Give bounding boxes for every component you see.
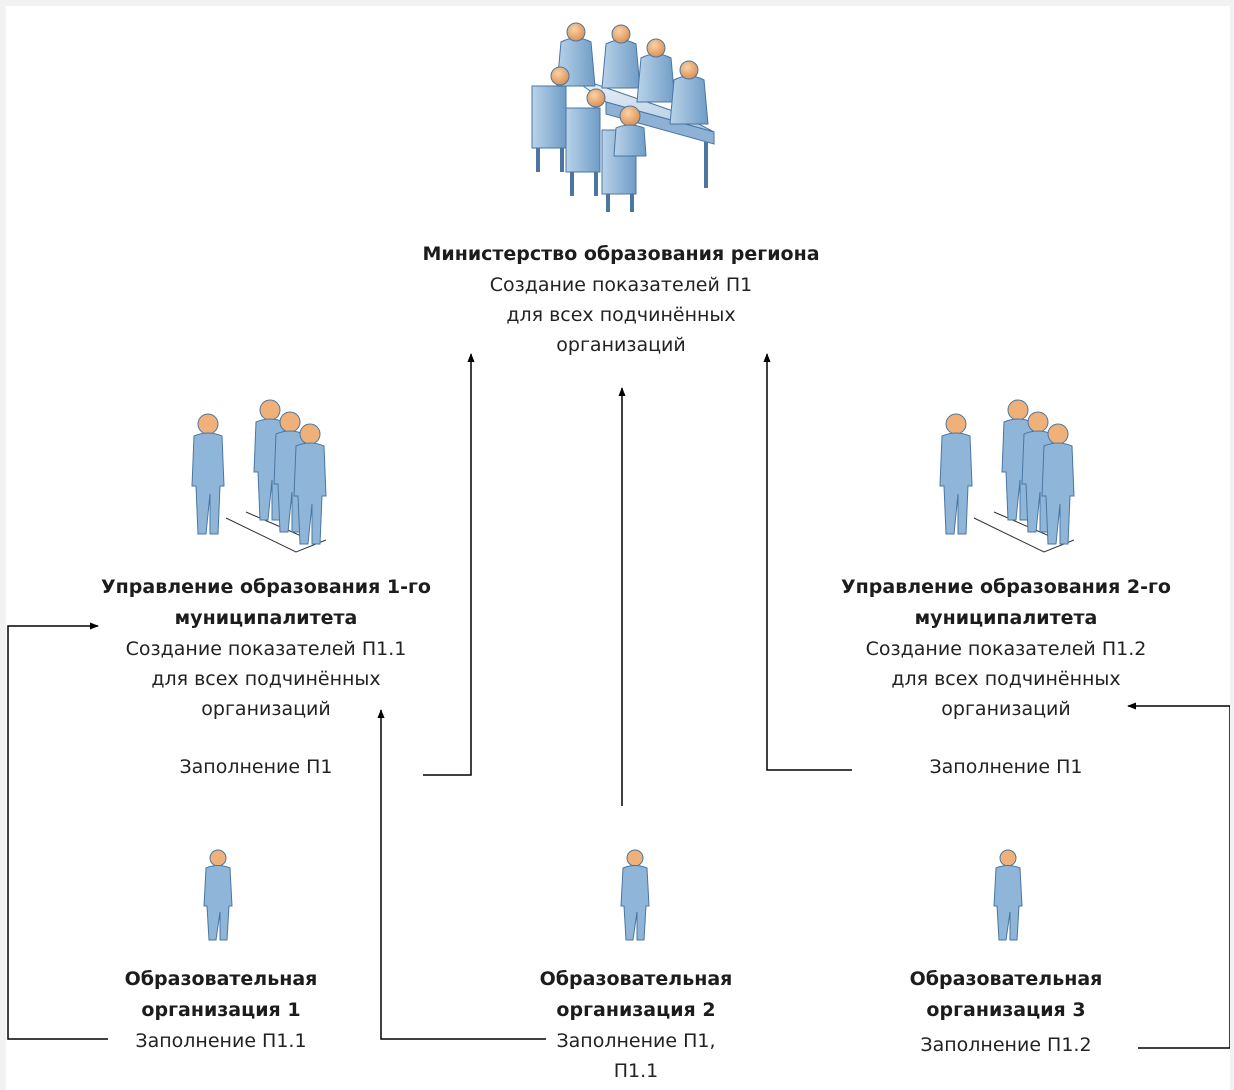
org1-fill: Заполнение П1.1 — [135, 1030, 307, 1052]
org3-node: Образовательная организация 3 Заполнение… — [876, 964, 1136, 1060]
diagram-canvas: Министерство образования региона Создани… — [6, 6, 1230, 1090]
muni1-line-1: Создание показателей П1.1 — [125, 638, 407, 660]
org2-fill-line-1: Заполнение П1, — [556, 1030, 716, 1052]
connectors — [7, 353, 1230, 1049]
single-user-icon — [203, 849, 233, 941]
muni2-line-1: Создание показателей П1.2 — [865, 638, 1147, 660]
muni1-line-3: организаций — [201, 698, 331, 720]
arrow-muni1-to-ministry — [423, 353, 475, 776]
arrow-org1-to-muni1 — [7, 622, 108, 1040]
org2-node: Образовательная организация 2 Заполнение… — [506, 964, 766, 1086]
single-user-icon — [993, 849, 1023, 941]
org3-title-line-1: Образовательная — [909, 968, 1103, 990]
arrow-org2-to-muni1 — [377, 709, 546, 1040]
ministry-line-1: Создание показателей П1 — [489, 274, 753, 296]
single-user-icon — [620, 849, 650, 941]
ministry-line-2: для всех подчинённых — [506, 304, 736, 326]
org3-fill: Заполнение П1.2 — [920, 1034, 1092, 1056]
muni1-node: Управление образования 1-го муниципалите… — [46, 572, 486, 724]
org1-title-line-1: Образовательная — [124, 968, 318, 990]
muni1-line-2: для всех подчинённых — [151, 668, 381, 690]
ministry-title: Министерство образования региона — [422, 243, 820, 265]
ministry-node: Министерство образования региона Создани… — [366, 239, 876, 360]
muni2-fill: Заполнение П1 — [929, 756, 1083, 778]
muni2-title-line-1: Управление образования 2-го — [841, 576, 1171, 598]
org2-title-line-2: организация 2 — [556, 999, 716, 1021]
muni2-title-line-2: муниципалитета — [914, 607, 1098, 629]
org3-title-line-2: организация 3 — [926, 999, 1086, 1021]
muni2-node: Управление образования 2-го муниципалите… — [786, 572, 1226, 724]
muni2-line-3: организаций — [941, 698, 1071, 720]
meeting-room-icon — [531, 22, 715, 212]
group-users-icon — [939, 399, 1075, 553]
ministry-line-3: организаций — [556, 334, 686, 356]
org1-node: Образовательная организация 1 Заполнение… — [91, 964, 351, 1056]
org2-fill-line-2: П1.1 — [613, 1060, 659, 1082]
group-users-icon — [191, 399, 327, 553]
org1-title-line-2: организация 1 — [141, 999, 301, 1021]
arrow-muni2-to-ministry — [763, 353, 852, 771]
arrow-org3-to-muni2 — [1127, 702, 1230, 1049]
muni2-line-2: для всех подчинённых — [891, 668, 1121, 690]
muni1-title-line-2: муниципалитета — [174, 607, 358, 629]
org2-title-line-1: Образовательная — [539, 968, 733, 990]
muni1-title-line-1: Управление образования 1-го — [101, 576, 431, 598]
muni1-fill: Заполнение П1 — [179, 756, 333, 778]
